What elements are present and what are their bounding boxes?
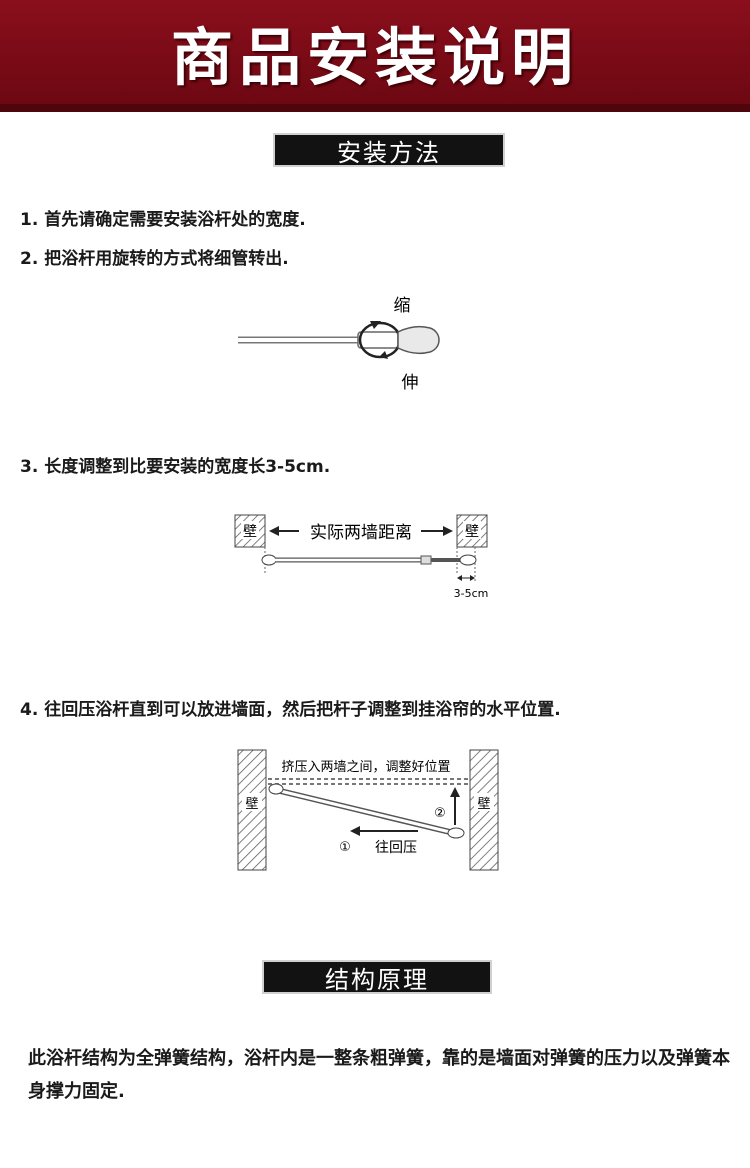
step-3-text: 3. 长度调整到比要安装的宽度长3-5cm. bbox=[20, 457, 331, 477]
press-back-label: 往回压 bbox=[375, 840, 417, 856]
extend-label: 伸 bbox=[402, 373, 419, 393]
shrink-label: 缩 bbox=[394, 296, 411, 316]
wall-left-label: 壁 bbox=[243, 524, 257, 540]
squeeze-label: 挤压入两墙之间，调整好位置 bbox=[281, 760, 450, 775]
extra-length-label: 3-5cm bbox=[454, 587, 489, 600]
rotate-rod-diagram: 缩 伸 bbox=[238, 296, 440, 393]
section-structure-label: 结构原理 bbox=[262, 960, 492, 994]
wall-distance-diagram: 壁 壁 实际两墙距离 3-5cm bbox=[234, 514, 489, 600]
step-2-text: 2. 把浴杆用旋转的方式将细管转出. bbox=[20, 249, 289, 269]
header-banner: 商品安装说明 bbox=[0, 0, 750, 112]
distance-label: 实际两墙距离 bbox=[310, 523, 412, 543]
step-1-text: 1. 首先请确定需要安装浴杆处的宽度. bbox=[20, 210, 306, 230]
section-install-label: 安装方法 bbox=[273, 133, 505, 167]
step-2-marker: ② bbox=[434, 806, 446, 821]
press-install-diagram: 壁 壁 挤压入两墙之间，调整好位置 ② ① 往回压 bbox=[237, 749, 499, 871]
wall-right-label: 壁 bbox=[477, 797, 490, 812]
wall-right-label: 壁 bbox=[465, 524, 479, 540]
wall-left-label: 壁 bbox=[245, 797, 258, 812]
step-4-text: 4. 往回压浴杆直到可以放进墙面，然后把杆子调整到挂浴帘的水平位置. bbox=[20, 700, 561, 720]
structure-paragraph: 此浴杆结构为全弹簧结构，浴杆内是一整条粗弹簧，靠的是墙面对弹簧的压力以及弹簧本身… bbox=[28, 1048, 730, 1102]
step-1-marker: ① bbox=[339, 840, 351, 855]
page-title: 商品安装说明 bbox=[170, 21, 579, 94]
